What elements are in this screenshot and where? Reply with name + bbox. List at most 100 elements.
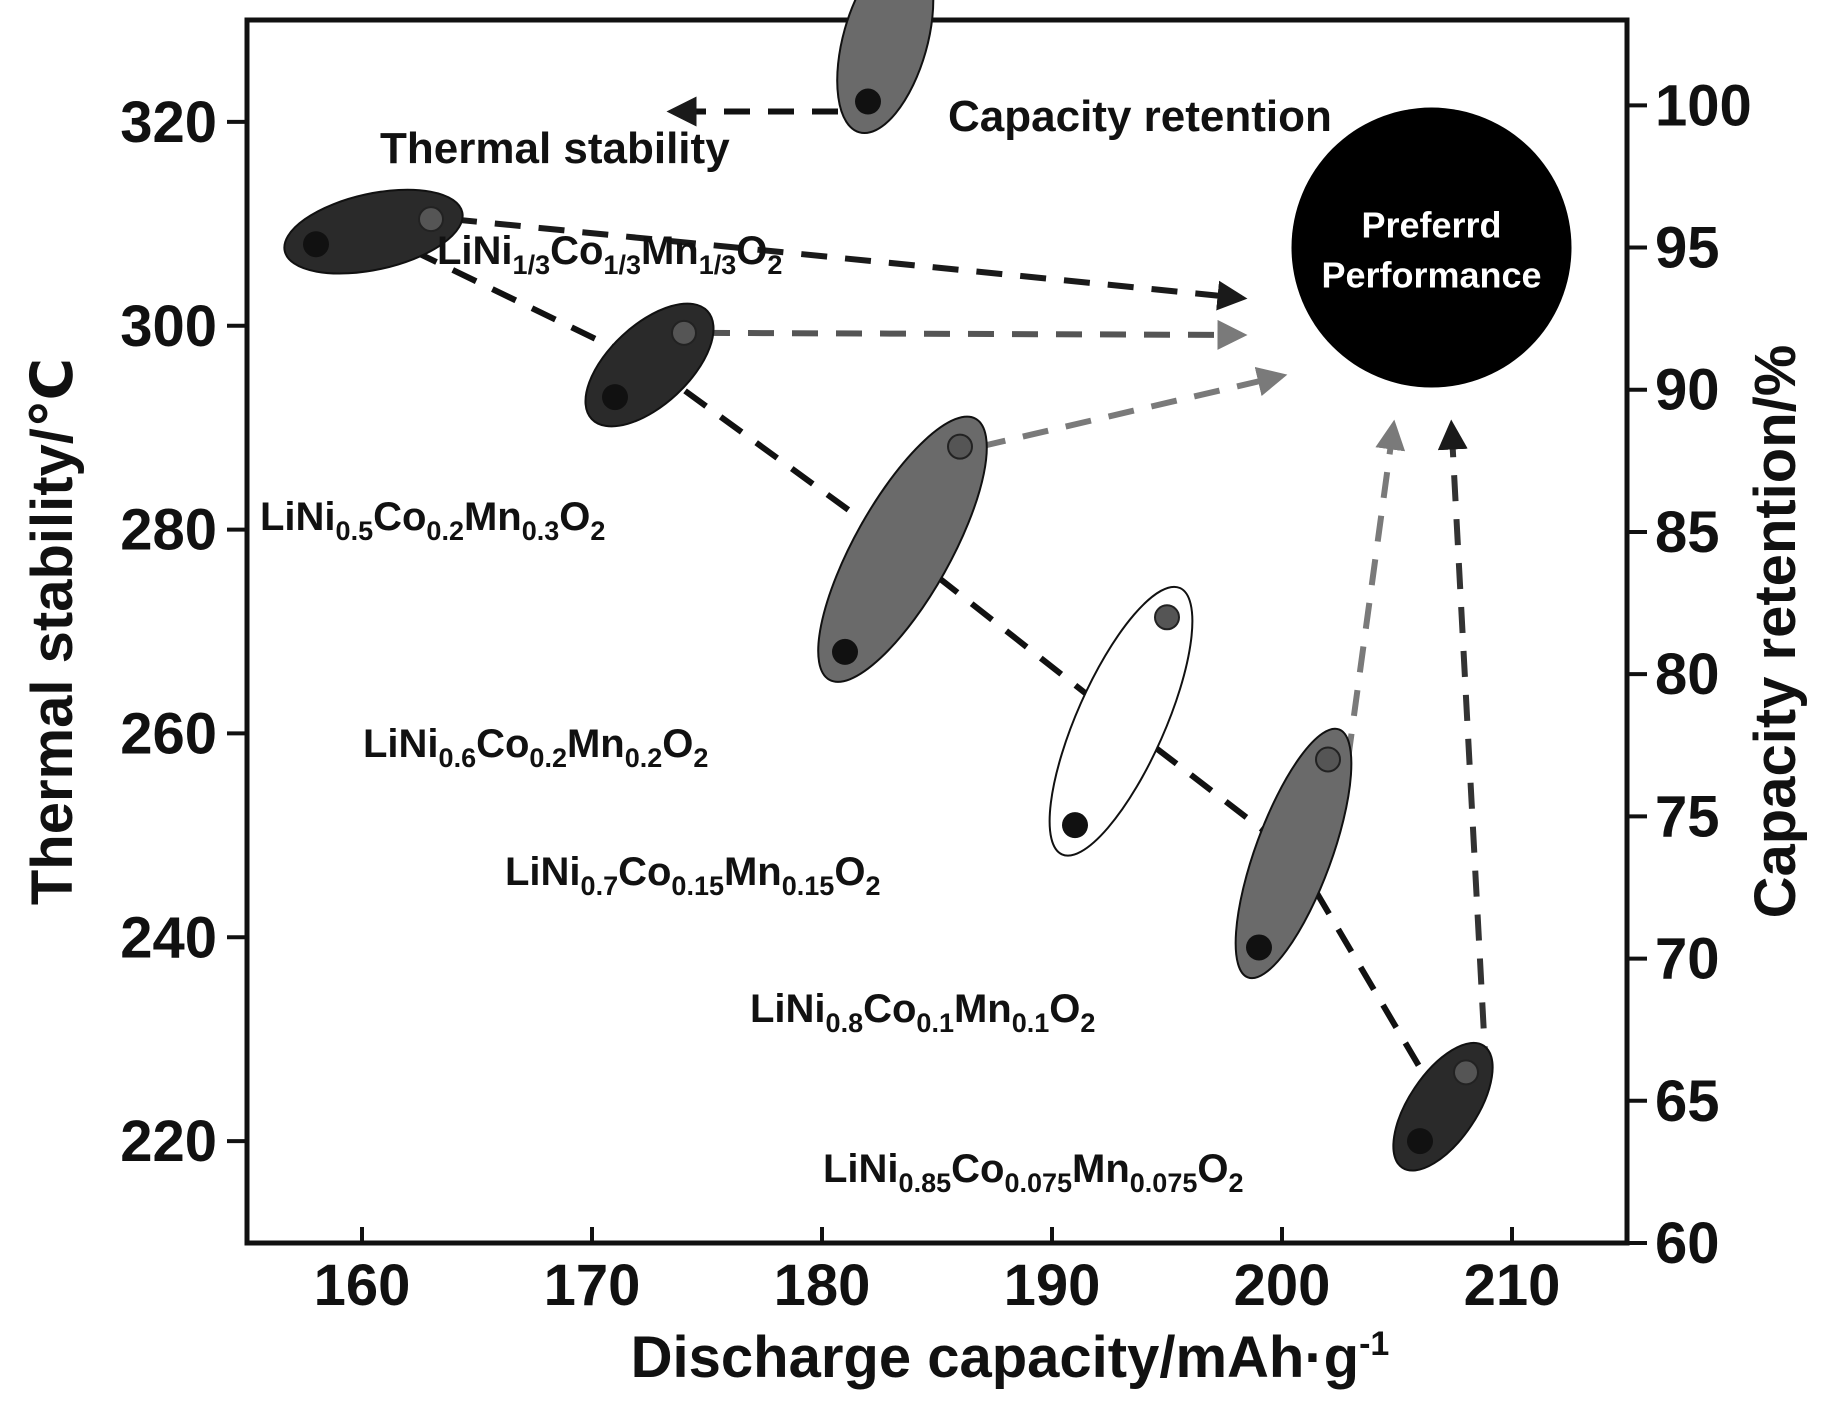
x-tick-label: 160 <box>314 1253 411 1318</box>
y-right-tick-label: 60 <box>1655 1211 1720 1276</box>
series-ellipse <box>283 188 464 275</box>
compound-label-element: Co <box>951 1147 1004 1191</box>
y-left-tick-label: 240 <box>120 905 217 970</box>
ellipses-layer <box>283 0 1572 1172</box>
compound-label-element: LiNi <box>260 495 336 539</box>
ticks-layer <box>227 103 1647 1245</box>
x-axis-title: Discharge capacity/mAh·g-1 <box>631 1325 1390 1390</box>
compound-label-subscript: 0.3 <box>522 516 560 546</box>
capacity-retention-point <box>418 206 444 233</box>
compound-label-subscript: 0.6 <box>439 743 477 773</box>
compound-label-subscript: 0.15 <box>671 871 724 901</box>
y-right-tick-label: 95 <box>1655 216 1720 281</box>
compound-label-subscript: 0.2 <box>625 743 663 773</box>
x-tick-label: 190 <box>1004 1253 1101 1318</box>
trend-dashed-line <box>647 362 905 552</box>
series-ellipse <box>817 415 988 683</box>
compound-label: LiNi0.6Co0.2Mn0.2O2 <box>363 722 708 773</box>
compound-label-element: O <box>736 229 767 273</box>
capacity-retention-point <box>1154 604 1180 631</box>
series-ellipse <box>1048 585 1194 857</box>
x-tick-label: 200 <box>1234 1253 1331 1318</box>
thermal-stability-point <box>832 638 858 665</box>
compound-label-subscript: 1/3 <box>699 250 737 280</box>
compound-label-element: Co <box>550 229 603 273</box>
arrow-to-preferred <box>1437 419 1489 1073</box>
series-ellipse <box>1234 727 1353 980</box>
y-left-tick-label: 320 <box>120 90 217 155</box>
thermal-stability-point <box>1246 934 1272 961</box>
compound-label: LiNi0.7Co0.15Mn0.15O2 <box>505 850 880 901</box>
thermal-stability-note: Thermal stability <box>380 124 730 173</box>
arrow-to-preferred <box>979 366 1288 450</box>
x-axis-title-main: Discharge capacity/mAh·g <box>631 1325 1359 1390</box>
compound-label-element: LiNi <box>750 987 826 1031</box>
y-right-tick-label: 90 <box>1655 358 1720 423</box>
compound-label-element: Co <box>618 850 671 894</box>
compound-label-subscript: 0.15 <box>782 871 835 901</box>
compound-label-element: O <box>1197 1147 1228 1191</box>
capacity-retention-point <box>1453 1059 1479 1086</box>
example-thermal-point <box>855 88 881 115</box>
compound-label-element: LiNi <box>437 229 513 273</box>
compound-label-subscript: 1/3 <box>603 250 641 280</box>
compound-label-subscript: 1/3 <box>513 250 551 280</box>
x-tick-label: 170 <box>544 1253 641 1318</box>
preferred-label-line1: Preferrd <box>1361 205 1501 246</box>
x-tick-label: 180 <box>774 1253 871 1318</box>
thermal-stability-point <box>602 384 628 411</box>
compound-label-element: Mn <box>464 495 522 539</box>
y-left-tick-label: 220 <box>120 1109 217 1174</box>
compound-label-element: Mn <box>567 722 625 766</box>
capacity-retention-point <box>947 433 973 460</box>
compound-label-subscript: 2 <box>865 871 880 901</box>
y-left-tick-label: 280 <box>120 498 217 563</box>
example-ellipse <box>836 0 935 135</box>
compound-label-element: Co <box>476 722 529 766</box>
preferred-label-line2: Performance <box>1321 255 1541 296</box>
compound-label-element: Mn <box>641 229 699 273</box>
compound-label-subscript: 0.7 <box>581 871 619 901</box>
compound-label-subscript: 0.2 <box>529 743 567 773</box>
compound-label-element: O <box>834 850 865 894</box>
y-left-tick-label: 300 <box>120 294 217 359</box>
arrow-to-preferred <box>1345 419 1406 760</box>
compound-label-subscript: 2 <box>590 516 605 546</box>
compound-label: LiNi0.5Co0.2Mn0.3O2 <box>260 495 605 546</box>
capacity-retention-note: Capacity retention <box>948 92 1332 141</box>
compound-label-subscript: 0.1 <box>916 1008 954 1038</box>
compound-label-subscript: 2 <box>1080 1008 1095 1038</box>
x-axis-title-sup: -1 <box>1359 1325 1389 1363</box>
compound-label-element: LiNi <box>363 722 439 766</box>
y-right-tick-label: 75 <box>1655 784 1720 849</box>
y-right-tick-label: 70 <box>1655 927 1720 992</box>
capacity-retention-point <box>1315 746 1341 773</box>
compound-label-subscript: 0.5 <box>336 516 374 546</box>
compound-label-element: LiNi <box>823 1147 899 1191</box>
compound-label-subscript: 0.2 <box>426 516 464 546</box>
compound-label-subscript: 0.8 <box>826 1008 864 1038</box>
compound-label: LiNi0.8Co0.1Mn0.1O2 <box>750 987 1095 1038</box>
y-right-tick-label: 65 <box>1655 1069 1720 1134</box>
y-right-tick-label: 85 <box>1655 500 1720 565</box>
thermal-stability-point <box>303 231 329 258</box>
compound-label-subscript: 0.85 <box>899 1168 952 1198</box>
thermal-stability-point <box>1407 1128 1433 1155</box>
compound-label-element: Mn <box>954 987 1012 1031</box>
compound-label-element: O <box>559 495 590 539</box>
thermal-stability-point <box>1062 812 1088 839</box>
compound-label-subscript: 0.1 <box>1012 1008 1050 1038</box>
compound-label-subscript: 2 <box>767 250 782 280</box>
y-left-tick-label: 260 <box>120 701 217 766</box>
compound-label-subscript: 2 <box>1228 1168 1243 1198</box>
y-right-axis-title: Capacity retention/% <box>1743 345 1808 919</box>
series-ellipse <box>584 302 715 428</box>
compound-label-subscript: 0.075 <box>1130 1168 1198 1198</box>
x-tick-label: 210 <box>1464 1253 1561 1318</box>
preferred-performance-circle <box>1291 107 1572 388</box>
y-right-tick-label: 80 <box>1655 642 1720 707</box>
arrow-to-preferred <box>703 319 1248 350</box>
